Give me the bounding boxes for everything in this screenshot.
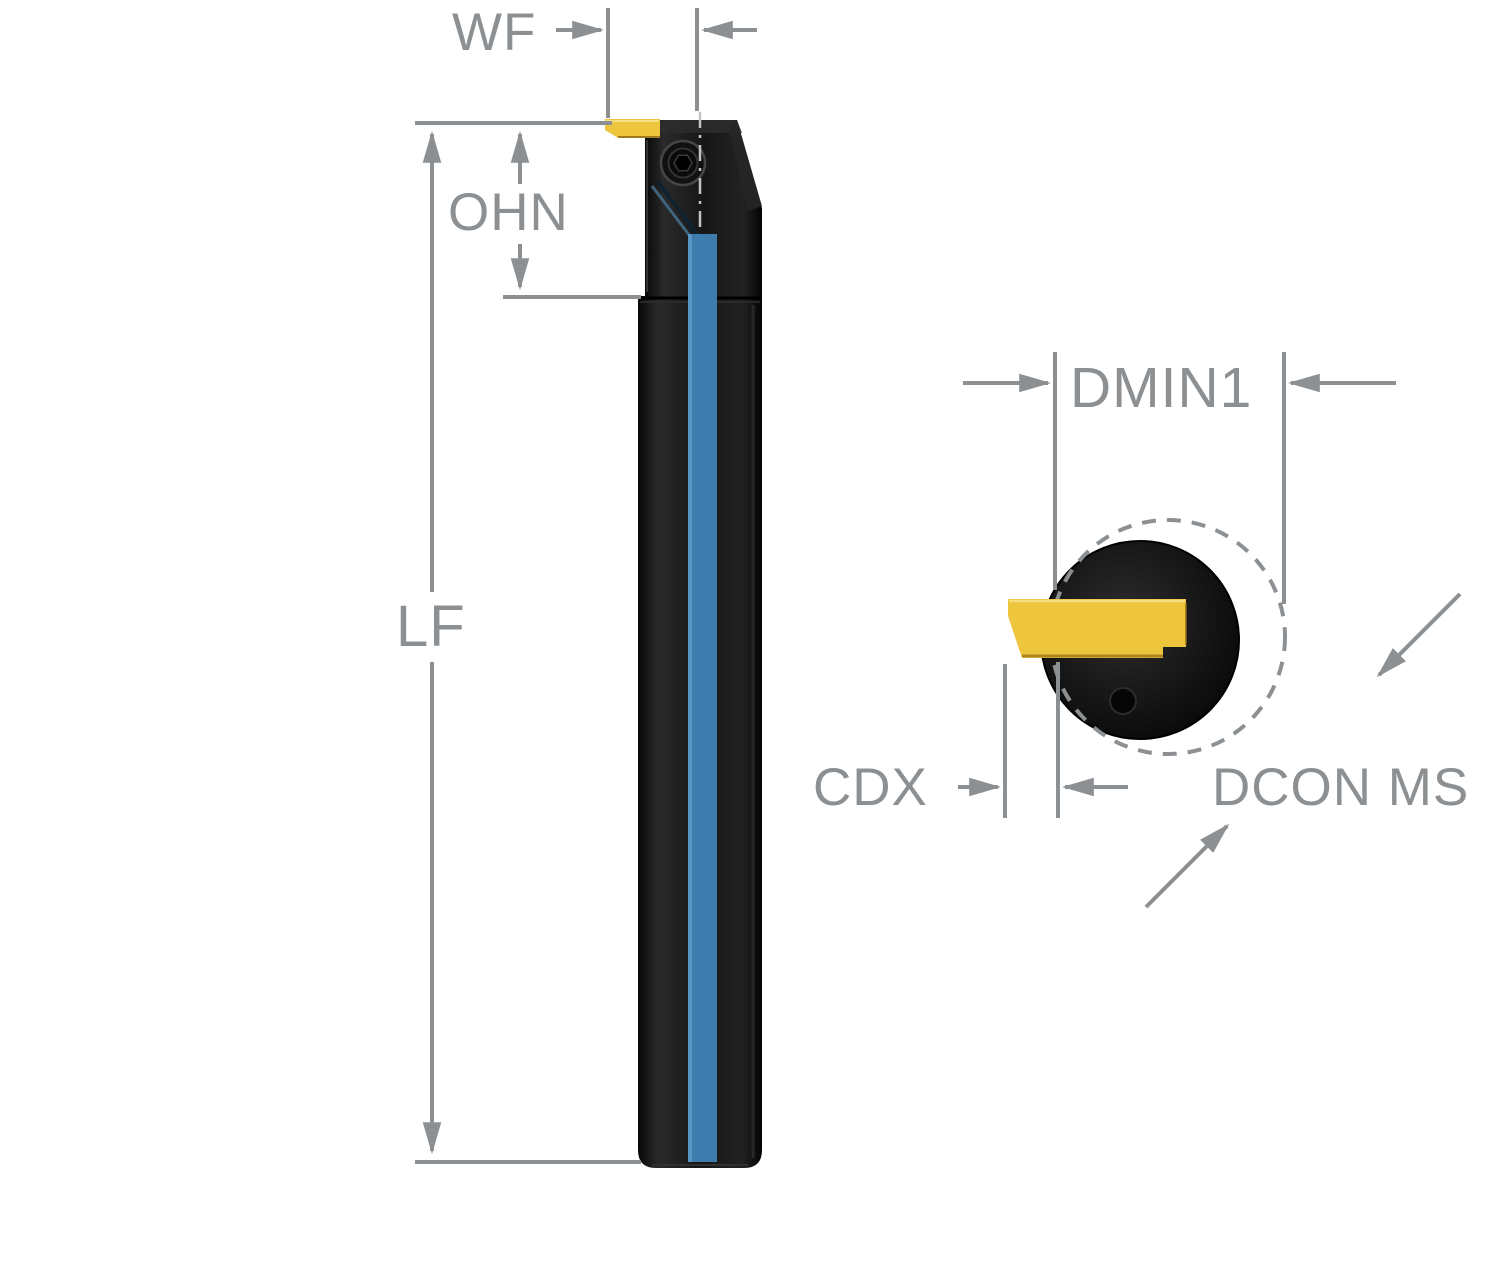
- dimension-cdx: [958, 662, 1128, 818]
- tool-head-chamfer-facet: [728, 120, 762, 211]
- dcon-arrow-upper: [1376, 592, 1462, 678]
- dimension-lf: [415, 130, 641, 1164]
- dimension-wf: [556, 8, 757, 118]
- label-cdx: CDX: [813, 758, 928, 817]
- label-ohn: OHN: [448, 183, 569, 242]
- label-wf: WF: [452, 3, 537, 62]
- dcon-arrow-lower: [1144, 823, 1230, 909]
- tool-side-view: [605, 112, 762, 1168]
- dmin-dashed-circle: [1049, 518, 1287, 756]
- label-dmin1: DMIN1: [1070, 356, 1253, 420]
- clamp-screw-icon: [659, 139, 707, 187]
- coolant-stripe: [688, 234, 717, 1162]
- label-lf: LF: [396, 594, 466, 659]
- dimension-dmin1: [963, 352, 1396, 604]
- coolant-stripe-highlight: [688, 234, 692, 1162]
- tool-head-top-facet: [649, 120, 742, 133]
- label-dcon-ms: DCON MS: [1212, 758, 1470, 817]
- dimension-ohn: [415, 121, 641, 299]
- tool-end-view: [1008, 518, 1287, 756]
- insert-side: [605, 119, 660, 138]
- insert-front: [1008, 599, 1186, 658]
- shank-screw-detail: [1109, 687, 1137, 715]
- dimension-dcon: [1144, 592, 1462, 909]
